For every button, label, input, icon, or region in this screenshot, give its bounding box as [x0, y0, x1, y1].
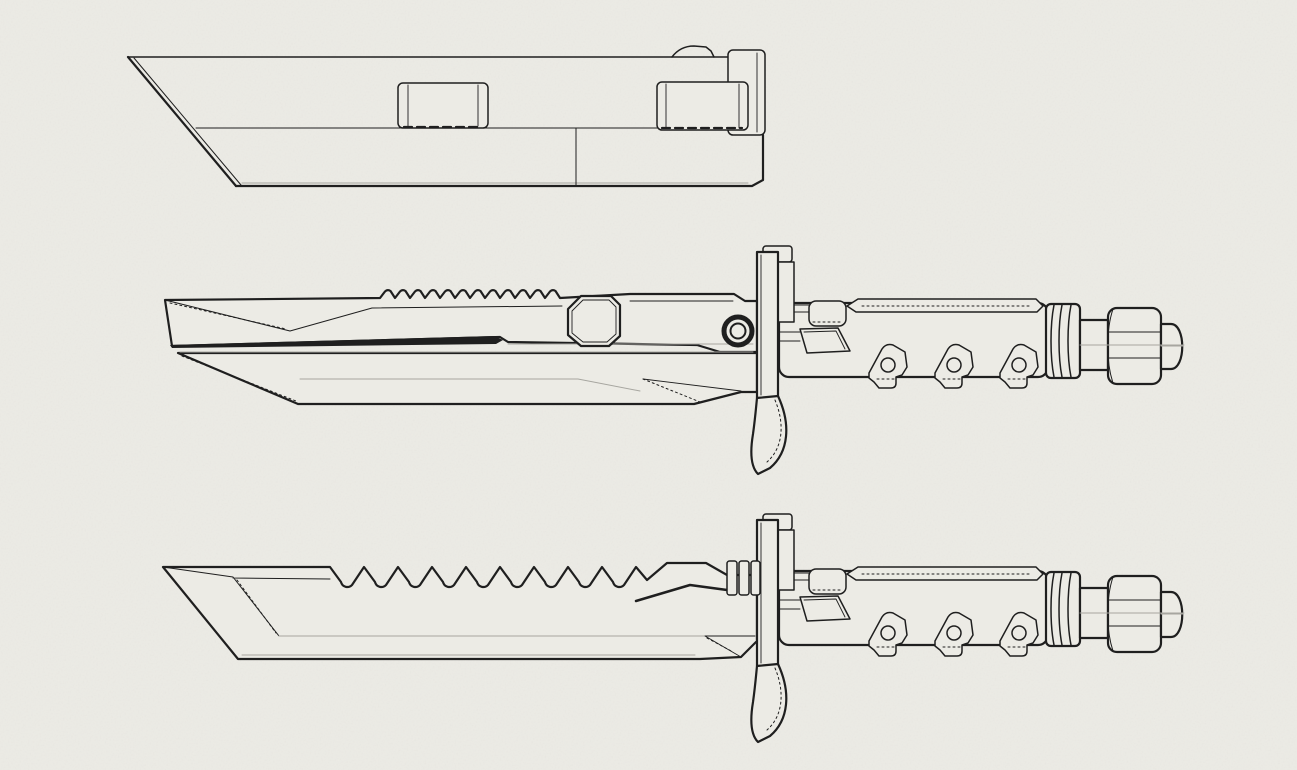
tanto-blade-coarse: [161, 561, 759, 661]
knife-profile-fine-serrations: [163, 246, 1184, 474]
slotted-blade-lower-half: [176, 351, 759, 406]
spine-ribs: [726, 560, 761, 596]
knife-profile-coarse-serrations: [161, 514, 1184, 742]
sheath-bottom-edge: [234, 133, 765, 188]
coarse-hook-serrations: [161, 561, 759, 661]
hex-plate: [566, 294, 622, 348]
belt-clip: [656, 81, 749, 131]
sheath-left-bevel-inner: [133, 57, 242, 186]
guard-bolt: [721, 314, 755, 348]
blade-slot: [170, 336, 503, 348]
sheath-left-bevel: [126, 55, 238, 188]
sheath-side-view: [126, 45, 766, 188]
belt-loop: [397, 82, 489, 129]
retention-bump: [671, 45, 715, 58]
